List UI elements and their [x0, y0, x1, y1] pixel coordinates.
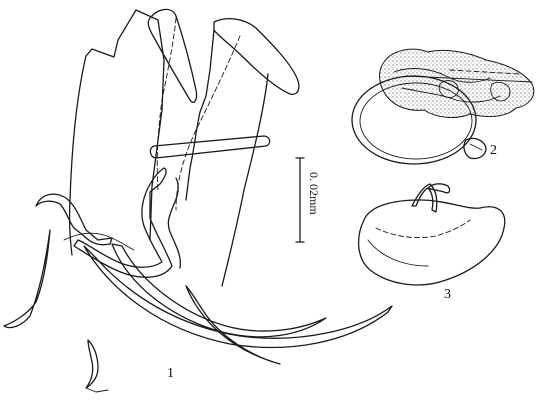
right-sheath-outline	[185, 29, 215, 201]
figure-1-label: 1	[167, 366, 174, 381]
stippled-body-mass	[379, 48, 535, 118]
kidney-inner-line	[375, 219, 471, 239]
right-sheath-outer	[221, 73, 269, 287]
figure-1-drawing: 1	[3, 8, 393, 393]
middle-hook	[73, 167, 173, 278]
upper-lobe	[147, 8, 198, 104]
body-mass-fold-2	[401, 87, 501, 103]
kidney-inner-curve	[367, 239, 429, 267]
scale-bar-label: 0. 02mm	[307, 172, 321, 215]
upper-lobe-hidden-edge	[156, 17, 177, 191]
lower-wide-curve	[185, 285, 281, 365]
figure-2-drawing: 2	[351, 48, 535, 165]
figure-2-label: 2	[490, 143, 497, 158]
small-hook-detail	[85, 339, 99, 389]
right-upper-lobe	[213, 17, 300, 95]
middle-hook-spine	[167, 177, 182, 269]
lower-sweeping-arm	[111, 243, 327, 338]
left-sheath-outline	[85, 9, 165, 241]
left-anchor-shaft	[3, 229, 51, 329]
body-mass-fold-1	[393, 68, 491, 83]
fig3-anchor-bar	[427, 183, 451, 194]
body-mass-lobe-right	[490, 81, 511, 102]
kidney-body-outline	[358, 199, 506, 286]
right-lobe-hidden-edge	[175, 35, 241, 211]
body-mass-lobe	[438, 80, 459, 99]
scale-bar: 0. 02mm	[295, 157, 321, 243]
figure-3-label: 3	[444, 287, 451, 302]
left-anchor-hook	[35, 193, 113, 246]
fig3-anchor-hook	[411, 183, 438, 213]
body-mass-hidden-rod	[449, 69, 521, 75]
middle-hook-inner	[63, 232, 135, 251]
cross-bar	[149, 135, 271, 159]
ring-clasp	[463, 137, 487, 160]
ring-inner	[359, 82, 473, 160]
ring-clasp-detail	[469, 143, 483, 151]
small-hook-tip	[85, 387, 109, 393]
figure-3-drawing: 3	[358, 183, 506, 302]
ring-outer	[351, 75, 477, 165]
long-curved-bar	[83, 245, 393, 349]
left-sheath-inner-edge	[68, 55, 87, 256]
